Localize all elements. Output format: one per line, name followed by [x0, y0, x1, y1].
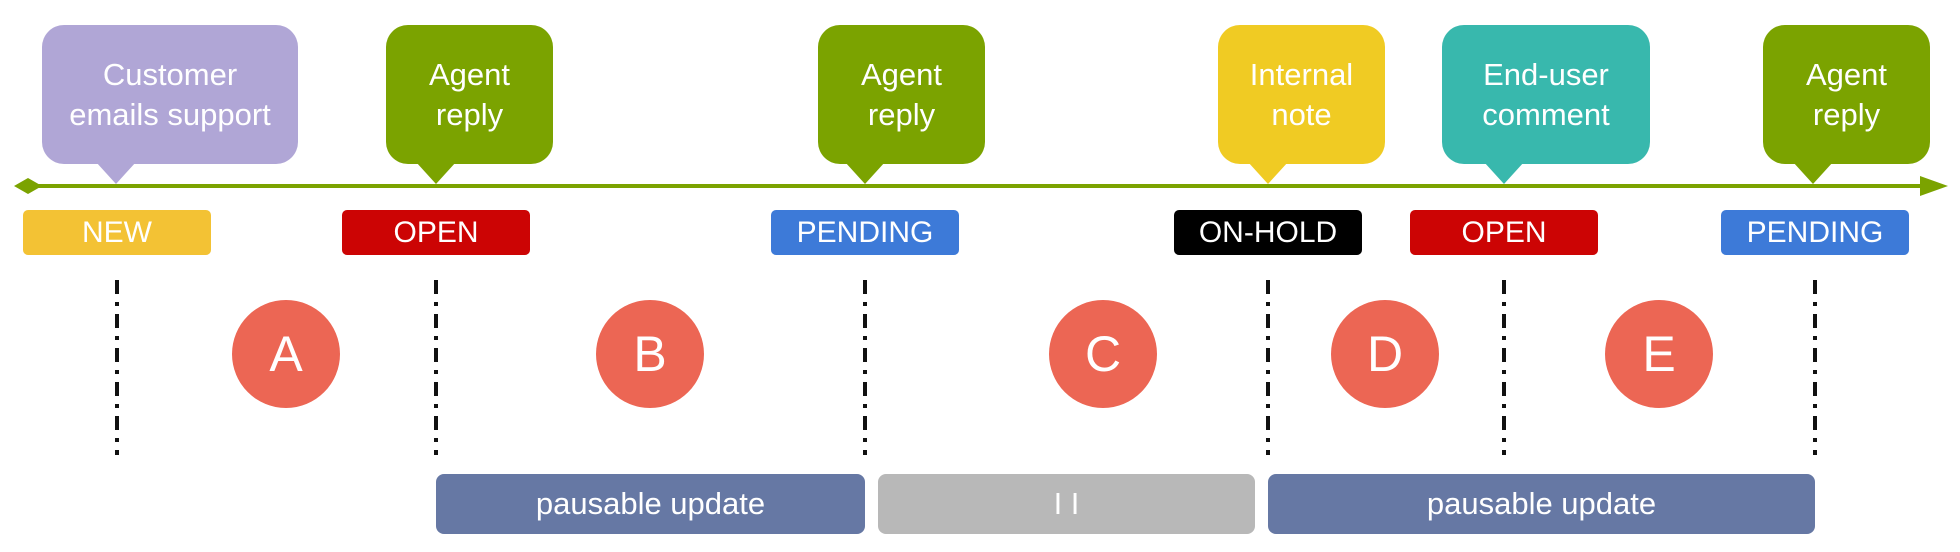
event-bubble-label: Agent reply: [860, 56, 942, 132]
event-bubble-agent-reply: Agent reply: [386, 25, 553, 164]
interval-circle-b: B: [596, 300, 704, 408]
status-badge-open: OPEN: [1410, 210, 1598, 255]
event-bubble-end-user-comment: End-user comment: [1442, 25, 1650, 164]
interval-circle-d: D: [1331, 300, 1439, 408]
status-badge-new: NEW: [23, 210, 211, 255]
status-badge-pending: PENDING: [1721, 210, 1909, 255]
event-bubble-label: Agent reply: [1805, 56, 1887, 132]
timeline-arrowhead: [1920, 176, 1948, 196]
event-bubble-label: Customer emails support: [69, 56, 271, 132]
pausable-update-bar: pausable update: [436, 474, 865, 534]
event-bubble-internal-note: Internal note: [1218, 25, 1385, 164]
status-badge-pending: PENDING: [771, 210, 959, 255]
status-badge-on-hold: ON-HOLD: [1174, 210, 1362, 255]
status-badge-open: OPEN: [342, 210, 530, 255]
event-bubble-agent-reply: Agent reply: [818, 25, 985, 164]
pausable-update-bar: pausable update: [1268, 474, 1815, 534]
event-bubble-label: End-user comment: [1482, 56, 1610, 132]
event-bubble-label: Internal note: [1249, 56, 1354, 132]
event-bubble-label: Agent reply: [428, 56, 510, 132]
event-bubble-customer-email: Customer emails support: [42, 25, 298, 164]
timeline-start-diamond: [14, 178, 42, 194]
interval-circle-e: E: [1605, 300, 1713, 408]
interval-circle-a: A: [232, 300, 340, 408]
interval-circle-c: C: [1049, 300, 1157, 408]
event-bubble-agent-reply: Agent reply: [1763, 25, 1930, 164]
paused-bar: I I: [878, 474, 1255, 534]
